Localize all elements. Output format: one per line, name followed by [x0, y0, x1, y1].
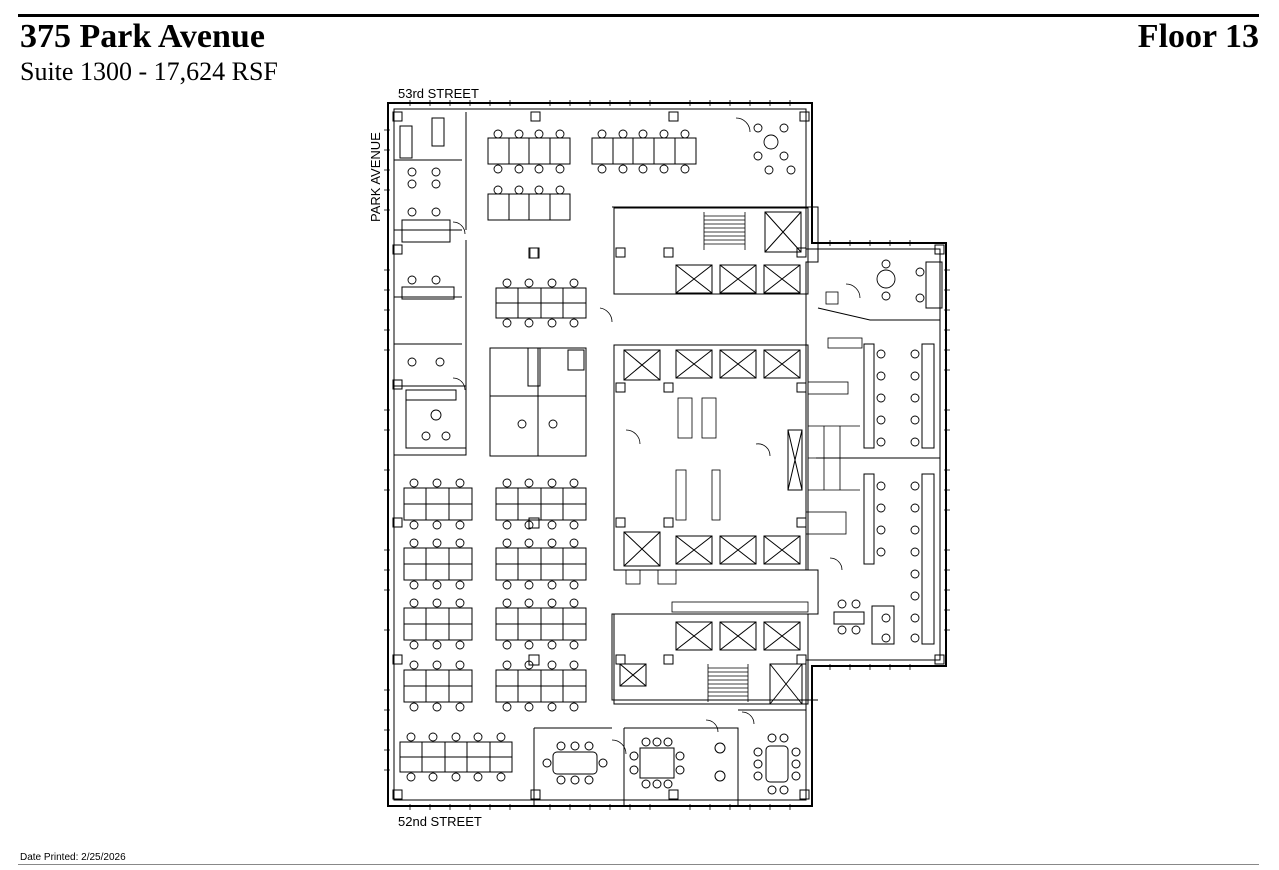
core-details [529, 247, 863, 613]
workstation-desks [399, 137, 697, 773]
conference-rooms [533, 709, 806, 807]
inner-offices [489, 347, 587, 457]
door-swings [452, 117, 861, 755]
stairs [703, 212, 749, 702]
chairs [406, 123, 925, 782]
west-offices-walls [394, 112, 467, 456]
core-block-south [613, 613, 809, 705]
north-street-label: 53rd STREET [398, 86, 479, 101]
building-inner-outline [393, 108, 941, 801]
header-rule [18, 14, 1259, 17]
restroom-stalls [805, 381, 860, 535]
building-outline [387, 102, 947, 807]
date-value: 2/25/2026 [81, 852, 126, 863]
elevator-banks [619, 211, 803, 705]
east-desks [816, 261, 943, 645]
date-printed: Date Printed: 2/25/2026 [20, 852, 126, 863]
structural-columns [392, 111, 945, 800]
footer-rule [18, 864, 1259, 865]
west-avenue-label: PARK AVENUE [368, 132, 383, 222]
south-street-label: 52nd STREET [398, 814, 482, 829]
floor-label: Floor 13 [1137, 18, 1259, 55]
suite-subtitle: Suite 1300 - 17,624 RSF [20, 57, 278, 86]
core-block-mid [613, 344, 809, 571]
building-title: 375 Park Avenue [20, 18, 265, 55]
core-block-north [613, 207, 809, 295]
envelope-ticks [384, 100, 950, 810]
building-core [611, 206, 819, 701]
date-label: Date Printed: [20, 852, 79, 863]
